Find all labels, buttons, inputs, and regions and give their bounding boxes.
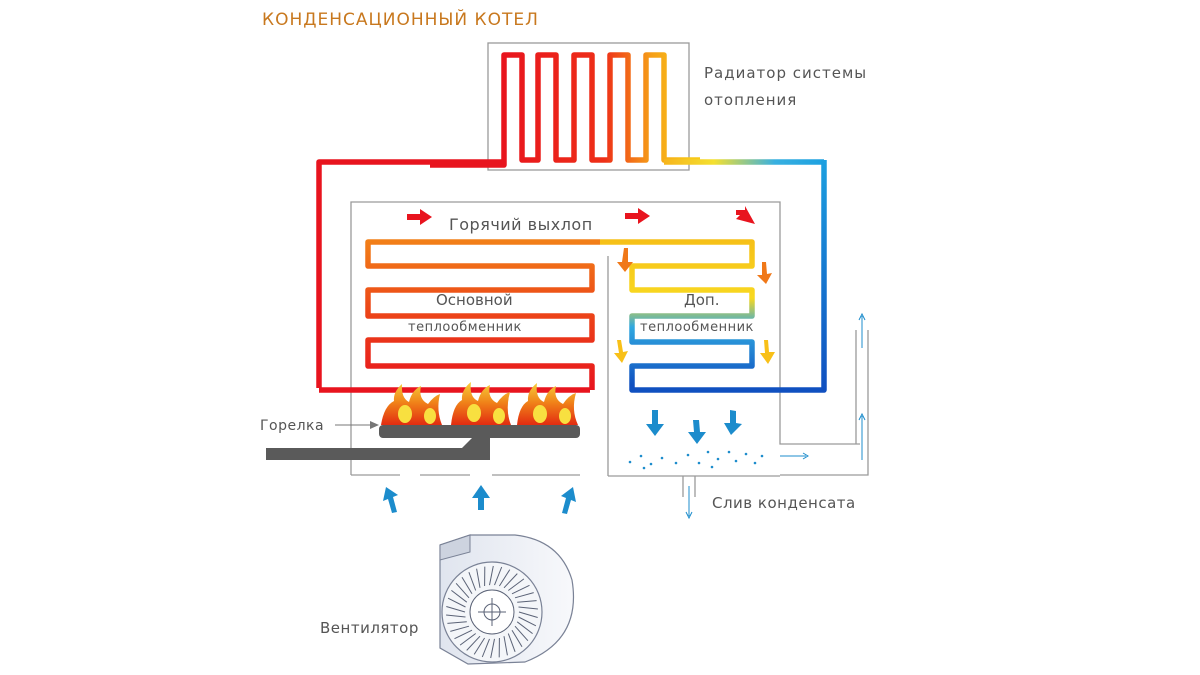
- radiator-label-line1: Радиатор системы: [704, 64, 867, 82]
- fan-blade: [451, 590, 468, 603]
- fan-blade: [459, 633, 476, 646]
- radiator-label-line2: отопления: [704, 91, 797, 109]
- fan-blade: [498, 569, 511, 587]
- fan-blade: [446, 606, 466, 613]
- burner-pointer: [335, 421, 379, 429]
- flue-pipe: [780, 330, 869, 476]
- aux-heat-exchanger-coil: [600, 239, 755, 393]
- flue-gas-arrows: [780, 312, 866, 460]
- condensate-fall-arrows: [646, 410, 742, 444]
- main-heat-exchanger-label-line2: теплообменник: [408, 320, 522, 335]
- condensate-droplets: [628, 450, 764, 470]
- fan-blade: [511, 584, 530, 595]
- hot-exhaust-label: Горячий выхлоп: [449, 215, 593, 234]
- exhaust-arrow-4: [617, 248, 633, 272]
- exhaust-arrow-3: [736, 206, 755, 224]
- fan-blade: [450, 625, 470, 632]
- main-heat-exchanger-coil: [365, 239, 600, 390]
- fan-blade: [490, 638, 495, 659]
- fan-blades: [446, 565, 538, 659]
- aux-heat-exchanger-label-line2: теплообменник: [640, 320, 754, 335]
- fan-blade: [517, 600, 537, 603]
- fan-blade: [446, 614, 466, 618]
- fan-blade: [514, 625, 529, 642]
- aux-heat-exchanger-label-line1: Доп.: [684, 291, 719, 309]
- exhaust-arrow-7: [760, 340, 775, 364]
- fan-blade: [518, 616, 537, 627]
- main-heat-exchanger-label-line1: Основной: [436, 291, 513, 309]
- heating-circuit-supply: [316, 159, 504, 388]
- heating-circuit-return: [750, 160, 827, 393]
- fan-blade: [461, 576, 473, 595]
- fan-blade: [489, 565, 494, 586]
- hot-exhaust-arrows: [407, 206, 775, 364]
- fan-blade: [447, 597, 466, 608]
- intake-air-arrows: [383, 485, 576, 514]
- fan-blade: [454, 629, 473, 640]
- fan: [439, 534, 575, 665]
- burner-label: Горелка: [260, 418, 324, 434]
- burner-plate: [379, 425, 580, 438]
- fan-blade: [447, 621, 467, 624]
- fan-outlet: [439, 534, 471, 561]
- gas-supply-pipe: [266, 438, 490, 460]
- boiler-housing: [350, 201, 860, 475]
- fan-blade: [503, 636, 508, 656]
- fan-blade: [473, 637, 486, 655]
- fan-blade: [508, 578, 525, 591]
- fan-blade: [481, 638, 490, 658]
- condensate-drain-label: Слив конденсата: [712, 494, 856, 512]
- fan-blade: [466, 635, 481, 651]
- fan-blade: [503, 573, 518, 589]
- radiator-box: [487, 42, 690, 171]
- burner: [266, 382, 580, 460]
- exhaust-arrow-6: [614, 340, 628, 363]
- fan-blade: [468, 572, 477, 591]
- fan-blade: [516, 621, 533, 634]
- fan-blade: [518, 606, 538, 610]
- drain-arrow: [685, 486, 693, 520]
- fan-blade: [494, 566, 503, 586]
- fan-blade: [514, 592, 534, 599]
- exhaust-arrow-5: [757, 262, 772, 284]
- exhaust-arrow-1: [407, 209, 432, 225]
- fan-blade: [455, 582, 470, 599]
- fan-blade: [511, 629, 523, 648]
- drain-pipe: [682, 476, 696, 497]
- fan-blade: [518, 611, 538, 618]
- fan-blade: [507, 633, 516, 652]
- diagram-title: КОНДЕНСАЦИОННЫЙ КОТЕЛ: [262, 8, 539, 30]
- radiator-coil: [430, 52, 700, 168]
- exhaust-arrow-2: [625, 208, 650, 224]
- fan-blade: [476, 568, 481, 588]
- fan-label: Вентилятор: [320, 619, 419, 637]
